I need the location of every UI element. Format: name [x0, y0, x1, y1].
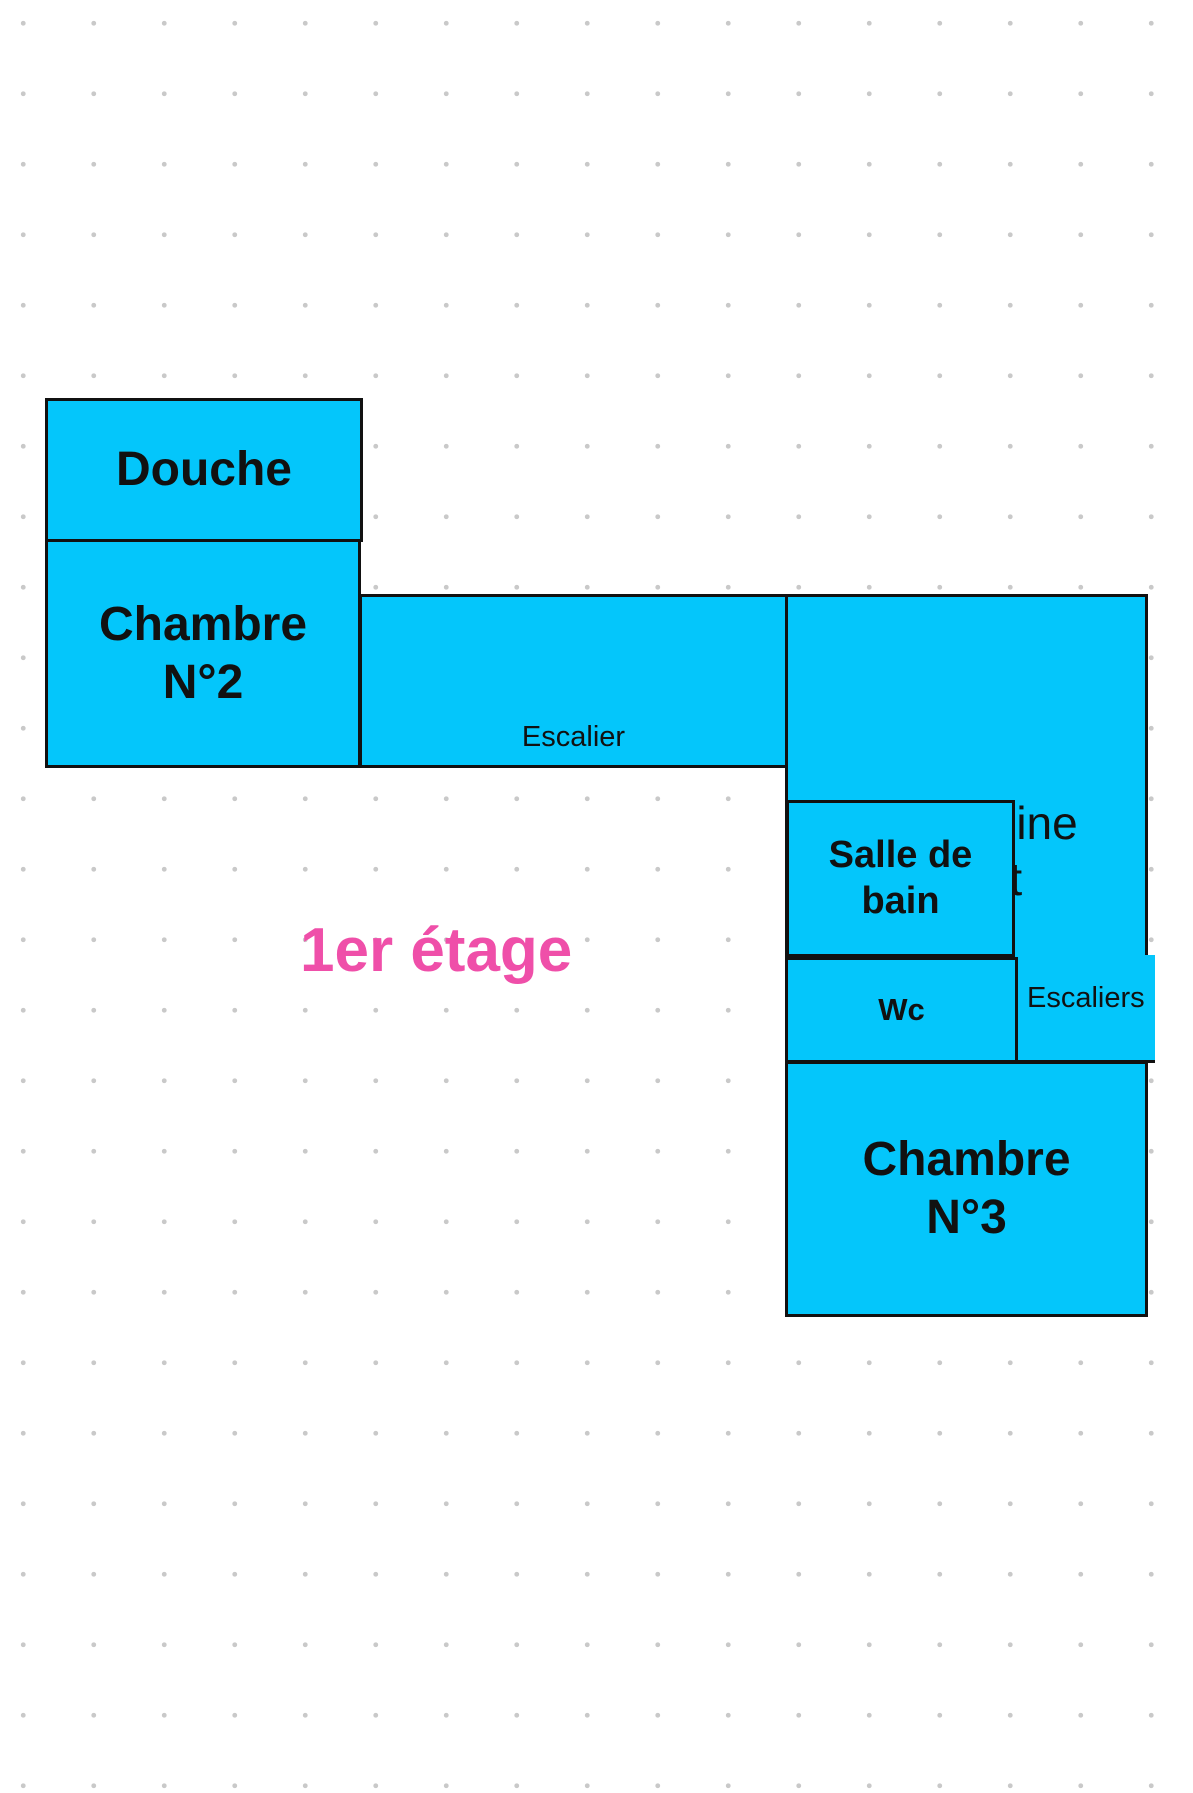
room-chambre-3: Chambre N°3 [785, 1061, 1148, 1317]
room-escaliers: Escaliers [1015, 955, 1155, 1063]
floor-label: 1er étage [300, 916, 573, 985]
room-chambre-2: Chambre N°2 [45, 539, 361, 768]
room-escaliers-label: Escaliers [1027, 982, 1145, 1014]
room-salle-de-bain-label-line2: bain [861, 879, 940, 922]
room-wc-label: Wc [878, 992, 925, 1028]
room-salle-de-bain: Salle de bain [786, 800, 1015, 957]
room-douche-label: Douche [115, 443, 292, 497]
room-wc: Wc [785, 957, 1018, 1063]
room-escalier: Escalier [359, 594, 788, 768]
room-douche: Douche [45, 398, 363, 542]
room-chambre-3-label-line1: Chambre [862, 1133, 1071, 1187]
room-chambre-3-label-line2: N°3 [926, 1191, 1007, 1244]
room-escalier-label: Escalier [521, 721, 626, 754]
room-salle-de-bain-label-line1: Salle de [828, 833, 973, 876]
room-chambre-2-label-line1: Chambre [98, 597, 308, 651]
room-chambre-2-label-line2: N°2 [162, 655, 244, 709]
